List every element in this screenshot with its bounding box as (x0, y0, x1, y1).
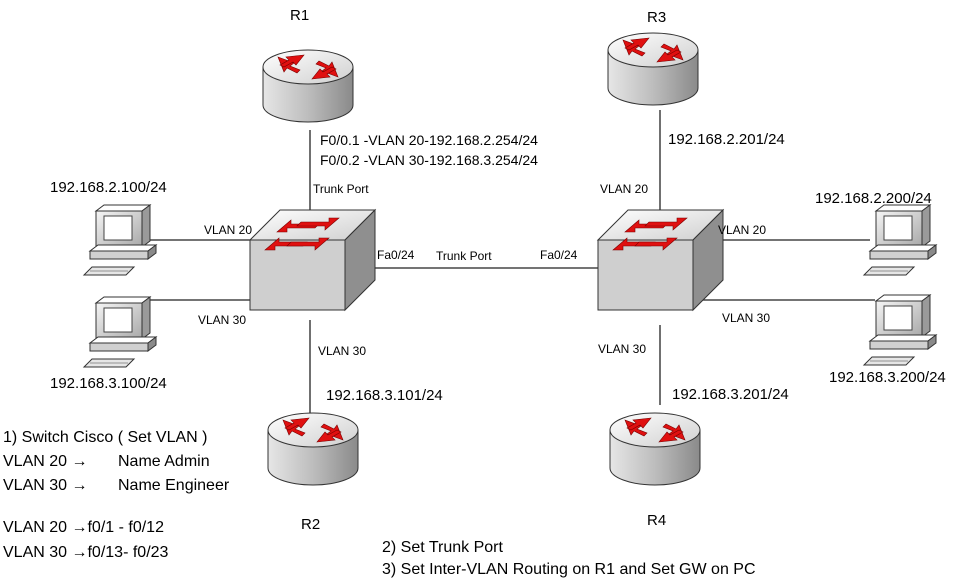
links (150, 110, 875, 420)
note-step1-title: 1) Switch Cisco ( Set VLAN ) (3, 429, 208, 446)
ip-pc1: 192.168.2.100/24 (50, 179, 167, 196)
note-step2: 2) Set Trunk Port (382, 539, 503, 556)
r1-subinterface-1: F0/0.1 -VLAN 20-192.168.2.254/24 (320, 132, 538, 148)
pc3-icon (863, 204, 937, 276)
ip-r2: 192.168.3.101/24 (326, 387, 443, 404)
ip-pc3: 192.168.2.200/24 (815, 190, 932, 207)
router-r3-icon (607, 32, 699, 106)
fa-port-left-label: Fa0/24 (377, 248, 415, 262)
router-r2-icon (267, 412, 359, 486)
ip-r3: 192.168.2.201/24 (668, 131, 785, 148)
note-vlan30-prefix: VLAN 30 → (3, 477, 88, 494)
router-r4-label: R4 (647, 512, 667, 529)
router-r4-icon (609, 412, 701, 486)
ip-pc2: 192.168.3.100/24 (50, 375, 167, 392)
pc4-icon (863, 294, 937, 366)
ip-r4: 192.168.3.201/24 (672, 386, 789, 403)
vlan-label-pc2: VLAN 30 (198, 313, 247, 327)
router-r3-label: R3 (647, 9, 667, 26)
pc1-icon (83, 204, 157, 276)
r1-subinterface-2: F0/0.2 -VLAN 30-192.168.3.254/24 (320, 152, 538, 168)
vlan-label-r3: VLAN 20 (600, 182, 649, 196)
fa-port-right-label: Fa0/24 (540, 248, 578, 262)
note-vlan20-ports: VLAN 20 →f0/1 - f0/12 (3, 519, 164, 536)
vlan-label-pc4: VLAN 30 (722, 311, 771, 325)
ip-pc4: 192.168.3.200/24 (829, 369, 946, 386)
pc2-icon (83, 296, 157, 368)
switch-right-icon (597, 209, 724, 311)
router-r1-icon (262, 49, 354, 123)
vlan-label-pc1: VLAN 20 (204, 223, 253, 237)
note-vlan20-name: Name Admin (118, 453, 210, 470)
vlan-label-r2: VLAN 30 (318, 344, 367, 358)
note-vlan30-ports: VLAN 30 →f0/13- f0/23 (3, 544, 169, 561)
router-r2-label: R2 (301, 516, 321, 533)
note-step3: 3) Set Inter-VLAN Routing on R1 and Set … (382, 561, 756, 578)
vlan-label-r4: VLAN 30 (598, 342, 647, 356)
trunk-port-switches-label: Trunk Port (436, 249, 492, 263)
vlan-label-pc3: VLAN 20 (718, 223, 767, 237)
switch-left-icon (249, 209, 376, 311)
trunk-port-r1-label: Trunk Port (313, 182, 369, 196)
note-vlan30-name: Name Engineer (118, 477, 230, 494)
note-vlan20-prefix: VLAN 20 → (3, 453, 88, 470)
router-r1-label: R1 (290, 7, 310, 24)
